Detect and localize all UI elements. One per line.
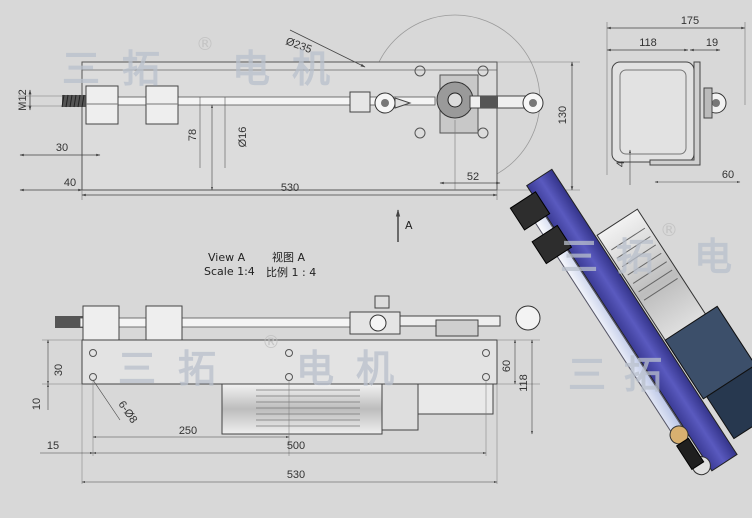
dim-m12: M12 [17,89,29,110]
watermark-char-13: 拓 [624,353,662,397]
view-arrow-label: A [405,219,413,232]
watermark-char-7: 电 [694,235,732,279]
base-plate [81,61,498,191]
connecting-rod [469,95,531,109]
watermark-char-10: 电 [296,347,334,391]
dim-d16: Ø16 [237,127,249,148]
dim-19: 19 [706,37,718,49]
watermark-char-4: 机 [292,47,330,91]
dim-250: 250 [179,425,197,437]
scale-en: Scale 1:4 [204,265,255,278]
watermark-char-8: 三 [118,347,156,391]
dim-500: 500 [287,440,305,452]
dim-10: 10 [31,398,43,410]
watermark-char-2: 拓 [122,47,160,91]
watermark: 三 拓 ® 电 机 三 拓 ® 电 三 拓 ® 电 机 三 拓 [62,34,732,397]
dim-30-top: 30 [56,142,68,154]
front-view: 30 10 6-Ø8 250 15 500 530 60 118 [31,295,541,484]
dim-4: 4 [615,161,627,167]
dim-118: 118 [639,37,657,49]
lead-screw [62,95,92,107]
watermark-r-3: ® [262,332,280,353]
watermark-r-1: ® [196,34,214,55]
watermark-char-12: 三 [568,353,606,397]
dim-130: 130 [557,106,569,124]
watermark-char-9: 拓 [178,347,216,391]
watermark-char-11: 机 [356,347,394,391]
front-screw [55,316,83,328]
dim-175: 175 [681,15,699,27]
iso-blue-plate [526,168,738,472]
end-bracket [649,61,701,166]
dim-530-front: 530 [287,469,305,481]
dim-78: 78 [187,129,199,141]
dim-118-front: 118 [518,374,530,392]
top-view: Ø235 M12 Ø16 78 130 30 40 530 52 [17,14,580,200]
front-base-plate [81,339,498,385]
dim-60-end: 60 [722,169,734,181]
dim-holes: 6-Ø8 [116,399,140,426]
watermark-char-1: 三 [62,47,100,91]
scale-cn: 比例 1 : 4 [266,265,316,279]
front-bearing-1 [82,305,120,341]
watermark-char-5: 三 [560,235,598,279]
watermark-char-6: 拓 [616,235,654,279]
dim-15: 15 [47,440,59,452]
dim-60-front: 60 [501,360,513,372]
view-a-title-cn: 视图 A [272,250,305,264]
motor-housing-end [611,61,695,163]
bearing-block-1 [85,85,119,125]
front-motor [221,383,383,435]
end-view: 175 118 19 4 60 [606,15,746,185]
dim-530-top: 530 [281,182,299,194]
dim-30-front: 30 [53,364,65,376]
watermark-r-2: ® [660,220,678,241]
iso-render [509,168,752,476]
dim-40: 40 [64,177,76,189]
bearing-block-2 [145,85,179,125]
dim-52: 52 [467,171,479,183]
front-bearing-2 [145,305,183,341]
view-arrow-a: A [395,209,413,242]
watermark-char-3: 电 [232,47,270,91]
front-gearbox [417,383,494,415]
view-a-title: View A [208,251,246,264]
